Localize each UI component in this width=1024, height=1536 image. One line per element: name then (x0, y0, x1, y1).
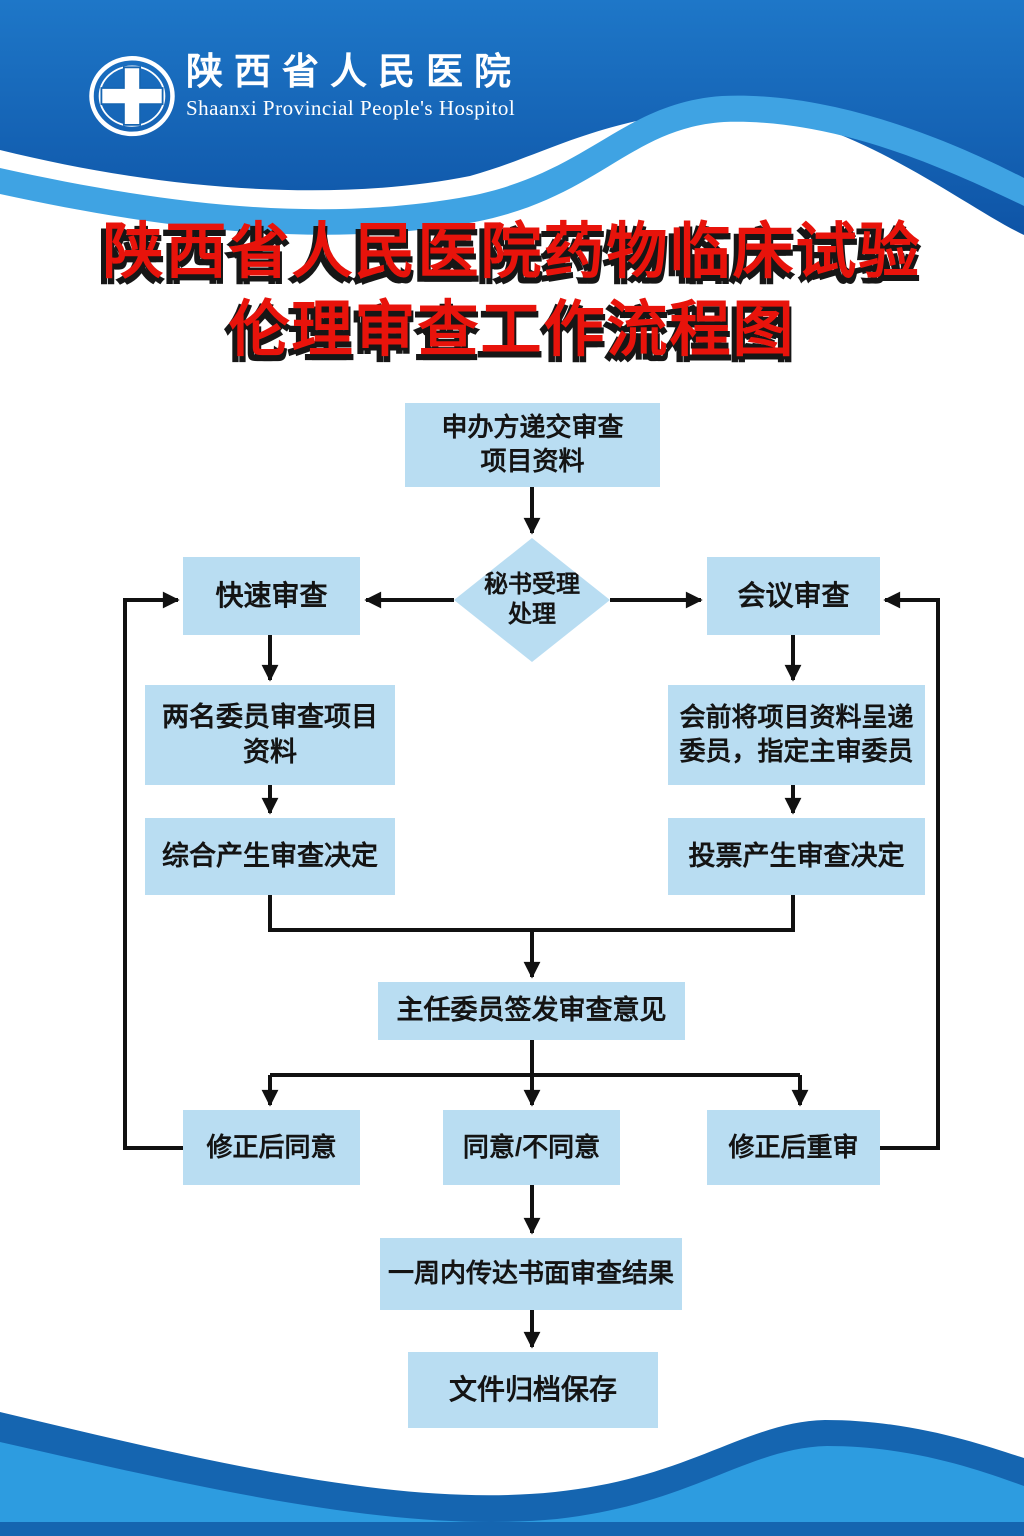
flowchart-connectors (123, 487, 940, 1349)
flow-node-agree-or-not: 同意/不同意 (443, 1110, 620, 1185)
poster-title-line1: 陕西省人民医院药物临床试验 (102, 217, 922, 285)
flow-node-chairman-sign: 主任委员签发审查意见 (378, 982, 685, 1040)
flow-node-archive: 文件归档保存 (408, 1352, 658, 1428)
hospital-name-en: Shaanxi Provincial People's Hospitol (186, 95, 516, 120)
hospital-cross-logo (89, 56, 175, 137)
flow-node-pre-meeting: 会前将项目资料呈递 委员，指定主审委员 (668, 685, 925, 785)
hospital-name-block: 陕西省人民医院 Shaanxi Provincial People's Hosp… (186, 51, 522, 121)
flow-node-notify-result: 一周内传达书面审查结果 (380, 1238, 682, 1310)
bottom-wave (0, 1412, 1024, 1536)
flow-node-re-review-after-revision: 修正后重审 (707, 1110, 880, 1185)
flow-node-approve-after-revision: 修正后同意 (183, 1110, 360, 1185)
poster-title-line2: 伦理审查工作流程图 (228, 295, 796, 364)
flow-node-submit: 申办方递交审查 项目资料 (405, 403, 660, 487)
flow-node-meeting-review: 会议审查 (707, 557, 880, 635)
flow-node-vote-decision: 投票产生审查决定 (668, 818, 925, 895)
hospital-name-zh: 陕西省人民医院 (186, 51, 522, 92)
flow-node-fast-review: 快速审查 (183, 557, 360, 635)
flow-node-comprehensive-decision: 综合产生审查决定 (145, 818, 395, 895)
poster-title: 陕西省人民医院药物临床试验 伦理审查工作流程图 (0, 212, 1024, 368)
top-wave (0, 0, 1024, 235)
flow-node-two-members: 两名委员审查项目 资料 (145, 685, 395, 785)
